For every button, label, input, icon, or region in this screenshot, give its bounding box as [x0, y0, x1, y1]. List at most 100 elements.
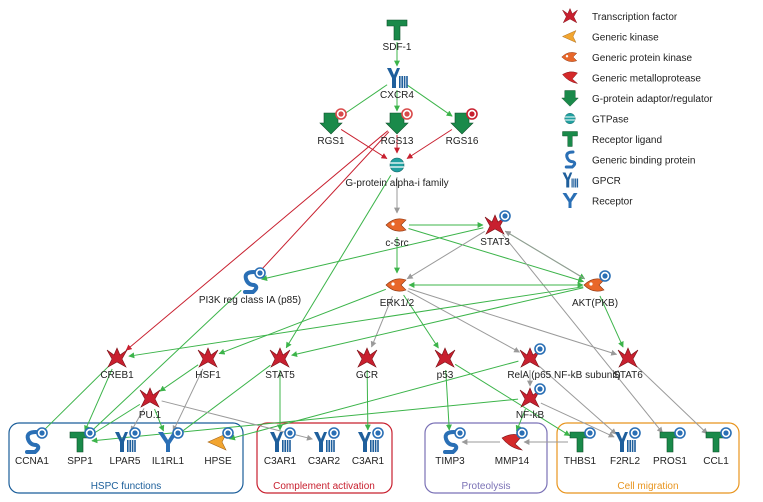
node-timp3[interactable]: TIMP3	[435, 427, 466, 467]
legend-item: Receptor ligand	[562, 131, 662, 147]
legend-item: Generic protein kinase	[561, 52, 692, 64]
transcription-factor-icon	[269, 347, 291, 368]
generic-binding-protein-icon	[443, 430, 459, 454]
gpcr-icon	[562, 172, 579, 188]
node-c3ar1b[interactable]: C3AR1	[352, 427, 385, 467]
edge-cxcr4-rgs16	[406, 84, 453, 117]
group-label-hspc: HSPC functions	[91, 481, 162, 492]
edge-hsf1-pu1	[159, 364, 199, 392]
node-pros1[interactable]: PROS1	[653, 427, 687, 467]
transcription-factor-icon	[106, 347, 128, 368]
edge-rgs13-pi3k	[257, 131, 390, 274]
node-thbs1[interactable]: THBS1	[564, 427, 597, 467]
legend-item: Transcription factor	[562, 7, 678, 24]
gtpase-icon	[389, 157, 405, 173]
gpcr-icon	[314, 432, 335, 452]
node-rela[interactable]: RelA (p65 NF-kB subunit)	[507, 343, 621, 381]
node-f2rl2[interactable]: F2RL2	[610, 427, 641, 467]
node-label: THBS1	[564, 456, 597, 467]
node-hsf1[interactable]: HSF1	[195, 347, 221, 381]
edge-akt-stat3	[504, 230, 585, 280]
node-nfkb[interactable]: NF-kB	[516, 383, 546, 421]
node-mmp14[interactable]: MMP14	[495, 427, 530, 467]
gtpase-icon	[564, 113, 576, 124]
node-label: C3AR1	[264, 456, 297, 467]
node-rgs16[interactable]: RGS16	[446, 108, 479, 147]
node-label: CREB1	[100, 370, 134, 381]
node-pu1[interactable]: PU.1	[139, 387, 162, 421]
generic-binding-protein-icon	[243, 270, 259, 294]
edge-pu1-spp1	[89, 403, 141, 437]
edge-rgs13-creb1	[125, 130, 389, 351]
edge-csrc-akt	[408, 228, 585, 283]
node-label: RGS13	[381, 136, 414, 147]
node-csrc[interactable]: c-Src	[385, 218, 409, 249]
generic-kinase-icon	[207, 433, 227, 451]
edge-rela-f2rl2	[538, 365, 617, 435]
gpcr-icon	[387, 68, 408, 88]
node-label: p53	[437, 370, 454, 381]
node-stat3[interactable]: STAT3	[480, 210, 511, 248]
node-hpse[interactable]: HPSE	[204, 427, 234, 467]
node-label: PROS1	[653, 456, 687, 467]
gpcr-icon	[270, 432, 291, 452]
edge-erk-gcr	[370, 295, 393, 348]
edge-erk-hsf1	[218, 288, 386, 355]
node-c3ar2[interactable]: C3AR2	[308, 427, 341, 467]
legend-item: GPCR	[562, 172, 621, 188]
node-label: IL1RL1	[152, 456, 185, 467]
generic-protein-kinase-icon	[561, 52, 578, 62]
node-gpai[interactable]: G-protein alpha-i family	[345, 157, 449, 189]
node-spp1[interactable]: SPP1	[67, 427, 96, 467]
legend-label: GTPase	[592, 115, 629, 126]
node-label: G-protein alpha-i family	[345, 178, 448, 189]
receptor-icon	[158, 432, 178, 452]
edge-nfkb-f2rl2	[540, 402, 615, 438]
legend-label: GPCR	[592, 176, 621, 187]
node-label: ERK1/2	[380, 298, 415, 309]
node-creb1[interactable]: CREB1	[100, 347, 134, 381]
receptor-icon	[562, 193, 578, 208]
node-stat6[interactable]: STAT6	[613, 347, 643, 381]
node-cxcr4[interactable]: CXCR4	[380, 68, 414, 101]
node-il1rl1[interactable]: IL1RL1	[152, 427, 185, 467]
node-label: NF-kB	[516, 410, 545, 421]
node-label: HPSE	[204, 456, 232, 467]
node-c3ar1a[interactable]: C3AR1	[264, 427, 297, 467]
generic-protein-kinase-icon	[583, 278, 605, 292]
legend-item: Generic binding protein	[564, 150, 695, 169]
legend-label: Generic kinase	[592, 33, 659, 44]
node-gcr[interactable]: GCR	[356, 347, 378, 381]
node-ccna1[interactable]: CCNA1	[15, 427, 49, 467]
gpcr-icon	[615, 432, 636, 452]
node-p53[interactable]: p53	[434, 347, 456, 381]
node-rgs13[interactable]: RGS13	[381, 108, 414, 147]
node-label: MMP14	[495, 456, 530, 467]
legend-item: GTPase	[564, 113, 629, 126]
node-rgs1[interactable]: RGS1	[317, 108, 347, 147]
edge-erk-p53	[403, 294, 439, 349]
node-sdf1[interactable]: SDF-1	[383, 19, 412, 53]
node-pi3k[interactable]: PI3K reg class IA (p85)	[199, 267, 301, 306]
edge-stat3-pros1	[502, 234, 663, 434]
legend-label: Generic metalloprotease	[592, 74, 701, 85]
gpcr-icon	[358, 432, 379, 452]
node-label: C3AR2	[308, 456, 341, 467]
legend-label: Receptor	[592, 197, 633, 208]
node-ccl1[interactable]: CCL1	[703, 427, 732, 467]
node-akt[interactable]: AKT(PKB)	[572, 270, 618, 309]
edge-nfkb-mmp14	[515, 408, 526, 432]
node-stat5[interactable]: STAT5	[265, 347, 295, 381]
node-label: PI3K reg class IA (p85)	[199, 295, 301, 306]
edge-creb1-spp1	[84, 368, 113, 432]
edge-stat3-erk	[406, 230, 486, 280]
node-lpar5[interactable]: LPAR5	[110, 427, 141, 467]
edge-akt-stat5	[291, 287, 584, 357]
group-label-proteolysis: Proteolysis	[462, 481, 511, 492]
group-hspc-functions: HSPC functions	[8, 422, 244, 494]
node-erk[interactable]: ERK1/2	[380, 278, 415, 309]
edge-gcr-c3ar1b	[364, 369, 371, 431]
generic-metalloprotease-icon	[562, 71, 579, 84]
